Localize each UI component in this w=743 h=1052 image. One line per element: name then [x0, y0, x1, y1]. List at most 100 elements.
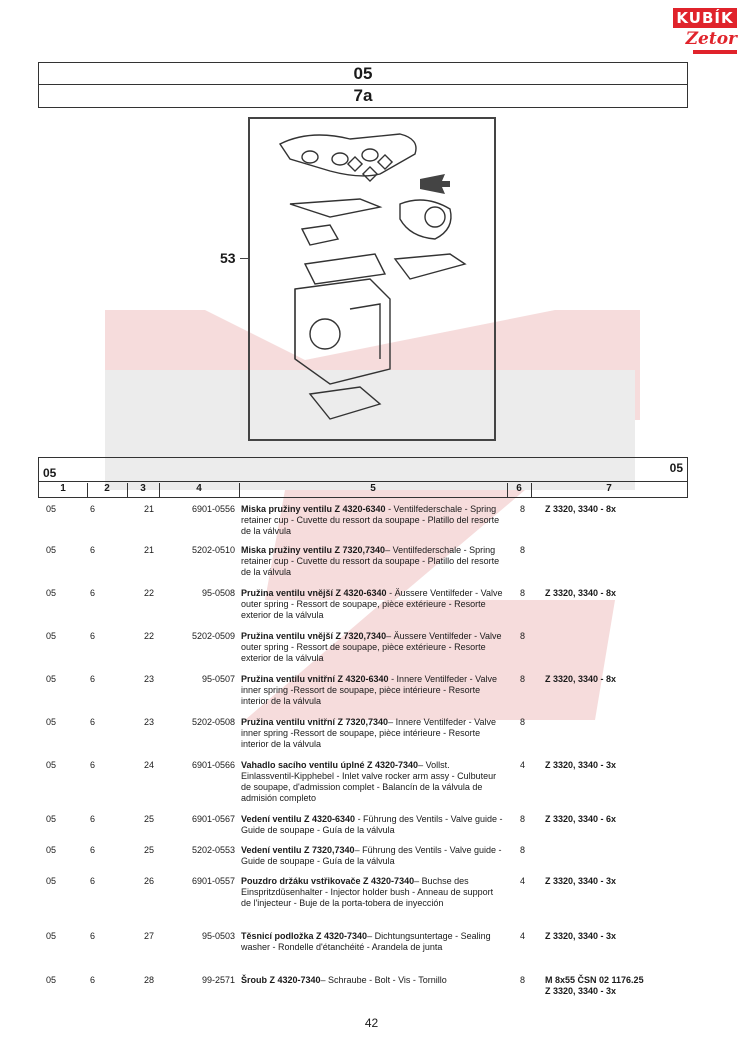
part-name: Vahadlo sacího ventilu úplné Z 4320-7340: [241, 760, 419, 770]
cell-position: 22: [144, 631, 155, 641]
column-header-6: 6: [516, 483, 522, 494]
cell-group: 05: [46, 545, 57, 555]
cell-quantity: 8: [520, 845, 526, 855]
cell-part-number: 95-0508: [201, 588, 235, 598]
cell-note: Z 3320, 3340 - 8x: [545, 674, 617, 684]
column-divider: [127, 483, 128, 498]
cell-sub: 6: [90, 975, 96, 985]
cell-group: 05: [46, 814, 57, 824]
cell-description: Vedení ventilu Z 4320-6340 - Führung des…: [241, 814, 503, 836]
cell-part-number: 5202-0510: [191, 545, 235, 555]
cell-quantity: 8: [520, 631, 526, 641]
part-translations: – Innere Ventilfeder - Valve inner sprin…: [241, 717, 496, 749]
section-header: 05: [38, 62, 688, 85]
cell-part-number: 6901-0566: [191, 760, 235, 770]
cell-part-number: 99-2571: [201, 975, 235, 985]
subsection-header: 7a: [38, 84, 688, 108]
cell-quantity: 8: [520, 504, 526, 514]
cell-part-number: 95-0503: [201, 931, 235, 941]
cell-description: Miska pružiny ventilu Z 7320,7340– Venti…: [241, 545, 503, 578]
brand-name: KUBÍK: [673, 8, 737, 28]
cell-quantity: 4: [520, 760, 526, 770]
part-name: Pružina ventilu vnější Z 7320,7340: [241, 631, 387, 641]
part-name: Šroub Z 4320-7340: [241, 975, 321, 985]
cell-description: Šroub Z 4320-7340– Schraube - Bolt - Vis…: [241, 975, 503, 986]
cell-part-number: 5202-0508: [191, 717, 235, 727]
cell-group: 05: [46, 504, 57, 514]
callout-leader: [240, 258, 250, 259]
column-divider: [531, 483, 532, 498]
part-name: Pouzdro držáku vstřikovače Z 4320-7340: [241, 876, 415, 886]
part-translations: - Ventilfederschale - Spring retainer cu…: [241, 504, 500, 536]
cell-position: 23: [144, 717, 155, 727]
cell-position: 22: [144, 588, 155, 598]
cell-quantity: 8: [520, 975, 526, 985]
cell-description: Vedení ventilu Z 7320,7340– Führung des …: [241, 845, 503, 867]
engine-drawing: [278, 133, 467, 420]
part-name: Miska pružiny ventilu Z 4320-6340: [241, 504, 386, 514]
kubik-zetor-logo: KUBÍK Zetor: [673, 8, 737, 64]
part-translations: – Dichtungsuntertage - Sealing washer - …: [241, 931, 491, 952]
cell-description: Pouzdro držáku vstřikovače Z 4320-7340– …: [241, 876, 503, 909]
cell-quantity: 8: [520, 814, 526, 824]
column-header-2: 2: [104, 483, 110, 494]
note-line-1: M 8x55 ČSN 02 1176.25: [545, 975, 644, 985]
column-divider: [507, 483, 508, 498]
cell-sub: 6: [90, 931, 96, 941]
part-translations: - Führung des Ventils - Valve guide - Gu…: [241, 814, 503, 835]
group-label-left: 05: [43, 466, 57, 480]
cell-group: 05: [46, 975, 57, 985]
cell-description: Vahadlo sacího ventilu úplné Z 4320-7340…: [241, 760, 503, 804]
cell-description: Pružina ventilu vnitřní Z 4320-6340 - In…: [241, 674, 503, 707]
cell-note: Z 3320, 3340 - 3x: [545, 931, 617, 941]
cell-part-number: 5202-0509: [191, 631, 235, 641]
cell-sub: 6: [90, 631, 96, 641]
cell-note: Z 3320, 3340 - 8x: [545, 504, 617, 514]
cell-group: 05: [46, 631, 57, 641]
cell-group: 05: [46, 588, 57, 598]
cell-quantity: 8: [520, 588, 526, 598]
cell-quantity: 4: [520, 931, 526, 941]
part-name: Těsnicí podložka Z 4320-7340: [241, 931, 368, 941]
cell-sub: 6: [90, 760, 96, 770]
cell-part-number: 6901-0556: [191, 504, 235, 514]
page-number: 42: [364, 1016, 379, 1030]
cell-position: 28: [144, 975, 155, 985]
column-header-row: 1 2 3 4 5 6 7: [38, 481, 688, 498]
cell-sub: 6: [90, 504, 96, 514]
cell-note: Z 3320, 3340 - 8x: [545, 588, 617, 598]
brand-tag-bar: [693, 50, 737, 54]
part-translations: – Ventilfederschale - Spring retainer cu…: [241, 545, 500, 577]
cell-sub: 6: [90, 674, 96, 684]
cell-note: Z 3320, 3340 - 3x: [545, 760, 617, 770]
cell-position: 23: [144, 674, 155, 684]
cell-position: 25: [144, 814, 155, 824]
part-name: Vedení ventilu Z 4320-6340: [241, 814, 356, 824]
cell-description: Pružina ventilu vnitřní Z 7320,7340– Inn…: [241, 717, 503, 750]
part-translations: – Äussere Ventilfeder - Valve outer spri…: [241, 631, 502, 663]
group-bar: 05 05: [38, 457, 688, 482]
cell-note: Z 3320, 3340 - 3x: [545, 876, 617, 886]
cell-description: Těsnicí podložka Z 4320-7340– Dichtungsu…: [241, 931, 503, 953]
cell-description: Pružina ventilu vnější Z 4320-6340 - Äus…: [241, 588, 503, 621]
cell-part-number: 6901-0557: [191, 876, 235, 886]
cell-part-number: 6901-0567: [191, 814, 235, 824]
subsection-number: 7a: [353, 86, 373, 105]
cell-position: 21: [144, 504, 155, 514]
cell-group: 05: [46, 876, 57, 886]
cell-position: 21: [144, 545, 155, 555]
cell-description: Miska pružiny ventilu Z 4320-6340 - Vent…: [241, 504, 503, 537]
part-name: Vedení ventilu Z 7320,7340: [241, 845, 355, 855]
figure-callout: 53: [220, 250, 236, 266]
cell-group: 05: [46, 717, 57, 727]
cell-group: 05: [46, 674, 57, 684]
cell-note: Z 3320, 3340 - 6x: [545, 814, 617, 824]
cell-position: 26: [144, 876, 155, 886]
cell-description: Pružina ventilu vnější Z 7320,7340– Äuss…: [241, 631, 503, 664]
cell-group: 05: [46, 931, 57, 941]
part-name: Pružina ventilu vnitřní Z 7320,7340: [241, 717, 389, 727]
cell-sub: 6: [90, 876, 96, 886]
cell-position: 27: [144, 931, 155, 941]
column-header-7: 7: [606, 483, 612, 494]
brand-sub: Zetor: [685, 29, 737, 49]
